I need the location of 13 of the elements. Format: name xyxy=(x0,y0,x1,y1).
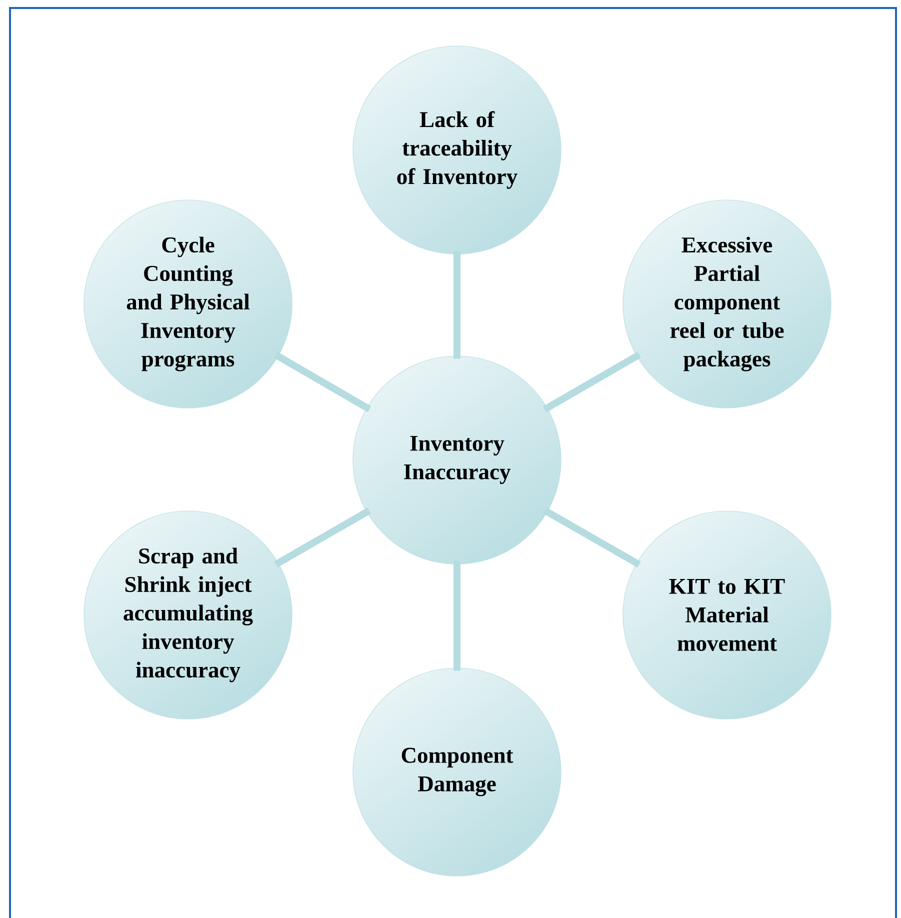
connector-line xyxy=(274,508,371,568)
circle-node: KIT to KIT Material movement xyxy=(622,510,832,720)
circle-node: Component Damage xyxy=(352,668,562,876)
connector-line xyxy=(542,352,642,412)
connector-line xyxy=(274,352,372,412)
circle-node: Inventory Inaccuracy xyxy=(352,356,562,564)
circle-node: Lack of traceability of Inventory xyxy=(352,46,562,254)
connector-line xyxy=(454,251,460,359)
circle-node: Cycle Counting and Physical Inventory programs xyxy=(84,200,292,408)
circle-node: Scrap and Shrink inject accumulating inventory inaccuracy xyxy=(84,510,292,720)
connector-line xyxy=(454,561,460,671)
connector-line xyxy=(543,507,641,568)
circle-node: Excessive Partial component reel or tube packages xyxy=(622,200,832,408)
